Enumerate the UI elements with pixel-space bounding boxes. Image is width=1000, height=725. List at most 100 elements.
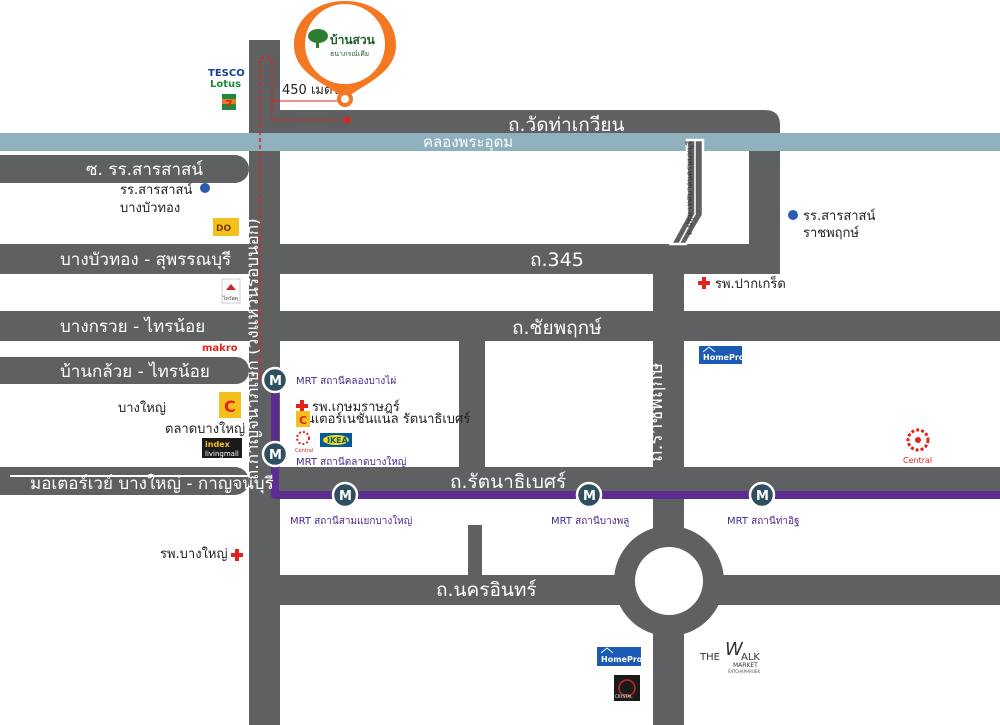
- road-label-kanchanaphisek: ถ.กาญจนาภิเษก (วงแหวนรอบนอก): [243, 218, 263, 480]
- svg-text:ไทวัสดุ: ไทวัสดุ: [222, 295, 238, 302]
- svg-text:C: C: [299, 414, 307, 427]
- road-network: [0, 40, 1000, 725]
- mrt-station-talad-bang-yai[interactable]: M: [261, 440, 289, 468]
- hospital-icon: [231, 549, 243, 561]
- tesco-lotus-logo: TESCO Lotus: [208, 68, 245, 90]
- svg-text:index: index: [205, 440, 231, 449]
- tree-icon: [308, 29, 328, 48]
- svg-text:CRYSTAL: CRYSTAL: [615, 694, 633, 699]
- road-small-diagonal: [668, 138, 705, 246]
- svg-text:DO: DO: [216, 224, 231, 234]
- mrt-icon: M: [583, 489, 596, 504]
- road-label-wat-tha-kwian: ถ.วัดท่าเกวียน: [508, 114, 625, 136]
- mrt-icon: M: [756, 489, 769, 504]
- svg-text:ALK: ALK: [741, 652, 760, 663]
- index-livingmall-logo: index livingmall: [202, 438, 242, 458]
- road-label-soi-sarasas: ซ. รร.สารสาสน์: [86, 160, 203, 180]
- road-ban-kluai: [0, 357, 249, 384]
- place-hosp-pakkret: รพ.ปากเกร็ด: [715, 274, 786, 292]
- thaiwatsadu-logo: ไทวัสดุ: [221, 278, 241, 304]
- svg-text:HomePro: HomePro: [601, 655, 643, 664]
- svg-text:Lotus: Lotus: [210, 79, 241, 90]
- project-brand-sub: ธนาภรณ์เคีย: [330, 50, 369, 58]
- mrt-icon: M: [339, 489, 352, 504]
- central-logo: Central: [903, 428, 932, 465]
- svg-text:THE: THE: [699, 652, 720, 663]
- dohome-logo: DO: [213, 218, 239, 236]
- place-hosp-kasemrad-2: อินเตอร์เนชั่นแนล รัตนาธิเบศร์: [298, 410, 470, 427]
- school-icon: [788, 210, 798, 220]
- canal-label: คลองพระอุดม: [423, 133, 513, 152]
- homepro-logo-2: HomePro: [597, 647, 643, 666]
- road-connector-1: [459, 311, 485, 491]
- route-to-project: [259, 57, 345, 380]
- route-arrow: [345, 115, 352, 125]
- svg-text:TESCO: TESCO: [208, 68, 245, 79]
- road-label-bang-kruai: บางกรวย - ไทรน้อย: [60, 316, 205, 337]
- road-label-ban-kluai: บ้านกล้วย - ไทรน้อย: [60, 361, 210, 382]
- mrt-label-talad-bang-yai: MRT สถานีตลาดบางใหญ่: [296, 456, 406, 468]
- road-soi-sarasas: [0, 155, 249, 183]
- project-brand-name: บ้านสวน: [330, 33, 376, 47]
- road-label-chaiyaphruek: ถ.ชัยพฤกษ์: [512, 317, 602, 339]
- big-c-logo-2: C: [296, 411, 310, 427]
- svg-text:Central: Central: [295, 448, 313, 454]
- place-sarasas-ratchaphruek: รร.สารสาสน์: [803, 208, 876, 224]
- road-motorway: [0, 467, 249, 495]
- road-label-rattanathibet: ถ.รัตนาธิเบศร์: [450, 471, 566, 493]
- place-sarasas-ratchaphruek-2: ราชพฤกษ์: [803, 225, 859, 241]
- mrt-label-tha-it: MRT สถานีท่าอิฐ: [727, 515, 799, 527]
- the-walk-logo: THE W ALK MARKET RATCHAPHRUEK: [699, 639, 760, 674]
- svg-text:450 เมตร: 450 เมตร: [282, 83, 339, 98]
- road-label-nakhon-in: ถ.นครอินทร์: [436, 579, 537, 601]
- place-hosp-kasemrad: รพ.เกษมราษฎร์: [312, 399, 400, 415]
- homepro-logo: HomePro: [699, 346, 745, 364]
- hospital-icon: [296, 400, 308, 412]
- mrt-station-sam-yaek-bang-yai[interactable]: M: [331, 481, 359, 509]
- ikea-logo: IKEA: [320, 433, 352, 447]
- mrt-label-bang-phlu: MRT สถานีบางพลู: [551, 515, 629, 527]
- school-icon: [200, 183, 210, 193]
- central-logo-small: Central: [295, 431, 313, 454]
- road-connector-2: [468, 525, 482, 580]
- mrt-station-tha-it[interactable]: M: [748, 481, 776, 509]
- mrt-label-khlong-bang-phai: MRT สถานีคลองบางไผ่: [296, 375, 396, 387]
- svg-text:C: C: [224, 397, 236, 416]
- road-label-small: ถ.ปทุม-เทศบาลนครนนทบุรี: [685, 140, 694, 235]
- makro-logo: makro: [202, 343, 238, 354]
- road-label-bangbuathong: บางบัวทอง - สุพรรณบุรี: [60, 250, 231, 270]
- roundabout-center: [635, 547, 703, 615]
- place-sarasas-bangbuathong-2: บางบัวทอง: [120, 201, 180, 216]
- road-label-motorway: มอเตอร์เวย์ บางใหญ่ - กาญจนบุรี: [30, 473, 274, 494]
- place-talad-bang-yai: ตลาดบางใหญ่: [165, 421, 245, 437]
- road-rattanathibet: [249, 467, 1000, 495]
- svg-text:Central: Central: [903, 456, 932, 465]
- place-hosp-bangyai: รพ.บางใหญ่: [160, 546, 228, 562]
- svg-text:W: W: [725, 639, 744, 660]
- crystal-logo: CRYSTAL: [614, 675, 640, 701]
- seven-eleven-logo: 7: [222, 94, 236, 111]
- road-345: [0, 244, 780, 274]
- mrt-label-sam-yaek-bang-yai: MRT สถานีสามแยกบางใหญ่: [290, 515, 412, 527]
- mrt-icon: M: [269, 374, 282, 389]
- svg-text:RATCHAPHRUEK: RATCHAPHRUEK: [728, 669, 760, 674]
- svg-text:HomePro: HomePro: [703, 353, 745, 362]
- mrt-icon: M: [269, 448, 282, 463]
- hospital-icon: [698, 277, 710, 289]
- svg-text:7: 7: [225, 98, 233, 111]
- svg-text:livingmall: livingmall: [205, 450, 239, 458]
- place-sarasas-bangbuathong: รร.สารสาสน์: [120, 182, 193, 198]
- svg-text:MARKET: MARKET: [733, 662, 758, 669]
- mrt-station-khlong-bang-phai[interactable]: M: [261, 366, 289, 394]
- svg-text:makro: makro: [202, 343, 238, 354]
- project-pin[interactable]: บ้านสวน ธนาภรณ์เคีย: [294, 1, 396, 107]
- road-label-345: ถ.345: [530, 249, 584, 271]
- road-label-ratchaphruek: ถ.ราชพฤกษ์: [645, 362, 667, 462]
- svg-text:IKEA: IKEA: [327, 436, 349, 445]
- place-bang-yai: บางใหญ่: [118, 400, 166, 416]
- road-bang-kruai: [0, 311, 1000, 341]
- mrt-station-bang-phlu[interactable]: M: [575, 481, 603, 509]
- big-c-logo: C: [219, 392, 241, 418]
- distance-indicator: 450 เมตร: [271, 83, 343, 105]
